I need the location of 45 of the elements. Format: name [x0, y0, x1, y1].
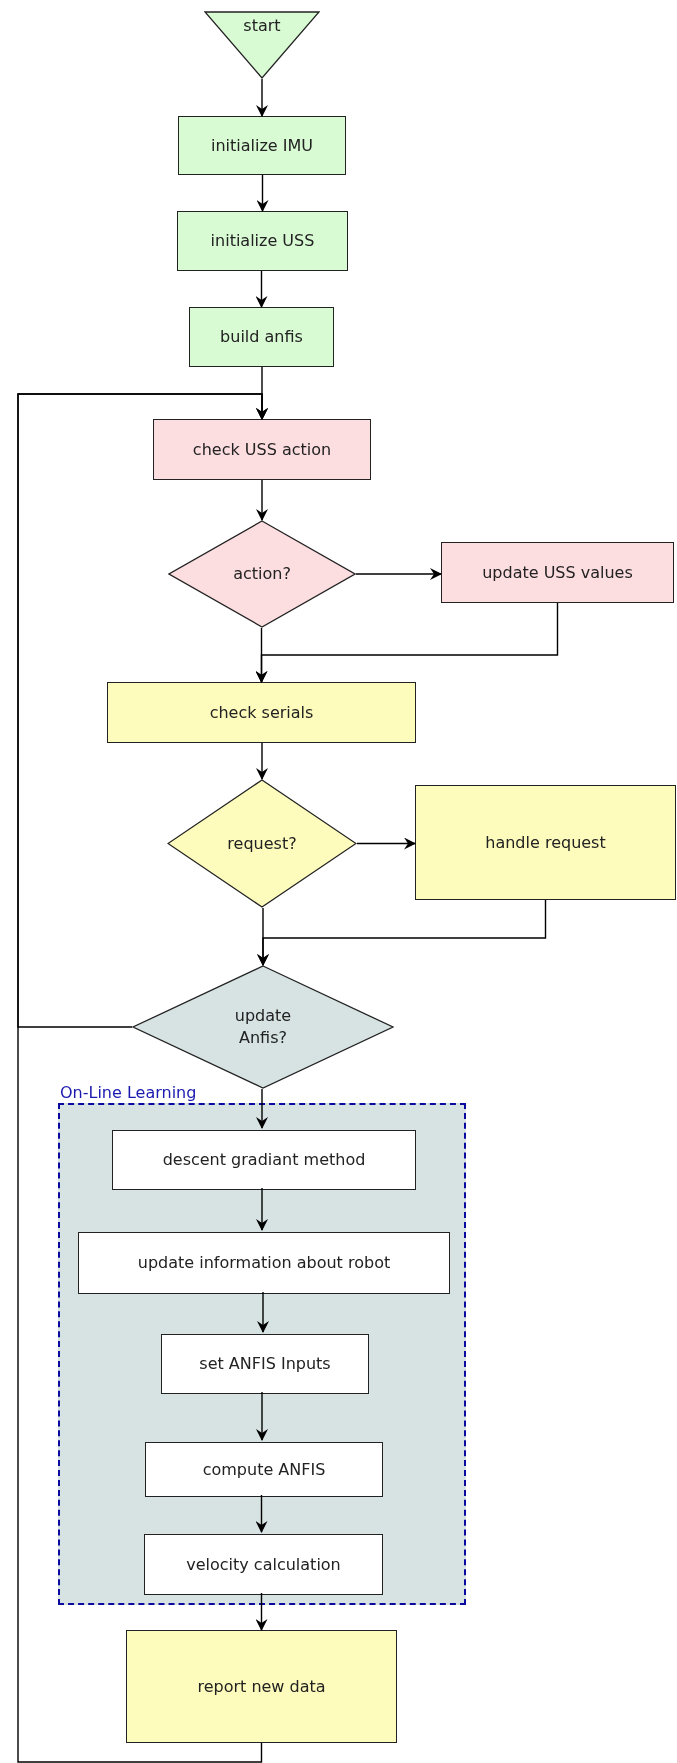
node-label: descent gradiant method: [162, 1149, 366, 1171]
decision-diamond: [168, 520, 356, 628]
arrow: [355, 568, 442, 580]
process-box: [441, 542, 674, 603]
node-label: update Anfis?: [233, 1005, 293, 1049]
arrow: [257, 907, 269, 966]
process-box: [189, 307, 334, 367]
group-title: On-Line Learning: [60, 1082, 197, 1104]
node-label: update USS values: [482, 561, 633, 584]
node-label: check serials: [209, 701, 314, 724]
process-box: [144, 1534, 383, 1595]
process-box: [112, 1130, 416, 1190]
node-label: compute ANFIS: [202, 1458, 326, 1481]
arrow: [255, 270, 268, 308]
process-box: [126, 1630, 397, 1743]
node-label: initialize USS: [210, 230, 315, 252]
node-label: update information about robot: [137, 1252, 391, 1274]
start-terminal: [204, 11, 320, 79]
arrow: [17, 393, 268, 1763]
arrow: [256, 479, 268, 521]
arrow: [356, 837, 416, 850]
arrow: [256, 742, 268, 780]
node-label: build anfis: [220, 326, 303, 348]
node-label: report new data: [197, 1675, 326, 1698]
arrow: [256, 174, 269, 212]
process-box: [161, 1334, 369, 1394]
process-box: [145, 1442, 383, 1497]
arrow: [256, 1088, 268, 1129]
node-label: handle request: [485, 831, 606, 854]
process-box: [153, 419, 371, 480]
node-label: start: [243, 15, 281, 37]
node-label: velocity calculation: [186, 1553, 341, 1576]
process-box: [178, 116, 346, 175]
node-label: action?: [233, 563, 291, 585]
process-box: [78, 1232, 450, 1294]
node-label: set ANFIS Inputs: [199, 1353, 331, 1375]
arrow: [256, 78, 268, 117]
node-label: request?: [227, 832, 297, 855]
process-box: [177, 211, 348, 271]
node-label: initialize IMU: [211, 134, 313, 157]
process-box: [415, 785, 676, 900]
node-label: check USS action: [192, 438, 332, 461]
decision-diamond: [167, 779, 357, 908]
arrow: [255, 627, 268, 683]
process-box: [107, 682, 416, 743]
